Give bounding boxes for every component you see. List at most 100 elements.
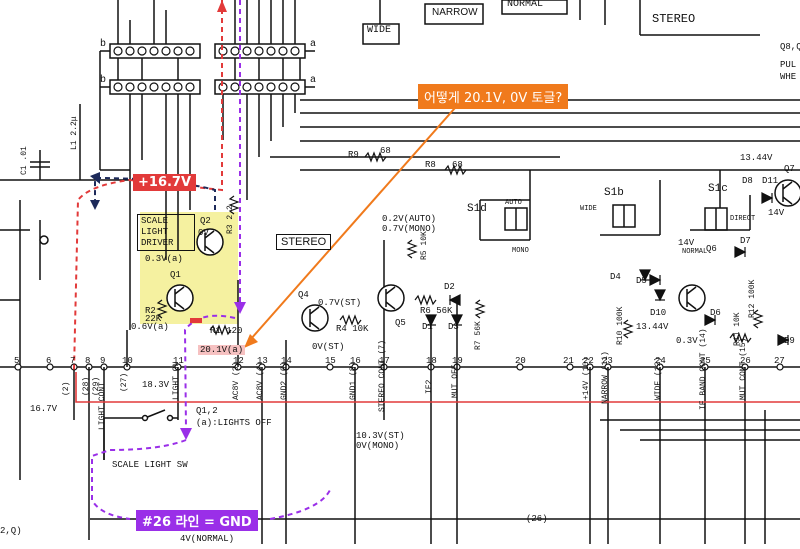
pin-number: 5 — [14, 356, 20, 366]
d7-label: D7 — [740, 236, 751, 246]
connector-a-top: a — [310, 39, 317, 50]
pin-name: NARROW (11) — [601, 351, 610, 404]
narrow-label: NARROW — [428, 6, 482, 20]
pin-name: STEREO CONT (7) — [378, 339, 387, 412]
pin-number: 10 — [122, 356, 133, 366]
pin-name: AC8V (3) — [232, 361, 241, 400]
v14-q7: 14V — [768, 208, 785, 218]
scale-light-driver-box: SCALE LIGHT DRIVER — [137, 214, 195, 251]
pin-number: 9 — [100, 356, 106, 366]
r3-label: R3 2.2 — [226, 205, 235, 234]
pin-number: 24 — [655, 356, 666, 366]
driver-line-3: DRIVER — [141, 238, 174, 248]
stereo-top-label: STEREO — [652, 12, 696, 26]
r1-label: R1 120 — [210, 326, 243, 336]
pin-number: 22 — [583, 356, 594, 366]
red-supply-line — [75, 372, 800, 403]
r4-label: R4 10K — [336, 324, 369, 334]
diodes — [425, 192, 790, 346]
line26-label: (26) — [526, 514, 548, 524]
pin-number: 12 — [233, 356, 244, 366]
normal-label: NORMAL — [507, 0, 544, 10]
d8-label: D8 — [742, 176, 753, 186]
d9-label: D9 — [784, 336, 795, 346]
s1d-label: S1d — [467, 203, 487, 215]
pin-number: 23 — [602, 356, 613, 366]
connector-b-bottom: b — [100, 75, 107, 86]
s1b-label: S1b — [604, 187, 624, 199]
d10-label: D10 — [650, 308, 667, 318]
q4-ov: 0V(ST) — [312, 342, 345, 352]
orange-arrow — [249, 99, 463, 341]
v167-left-label: 16.7V — [30, 404, 58, 414]
q1-voltage: 0.3V(a) — [145, 254, 183, 264]
r8-label: R8 — [425, 160, 436, 170]
pin-number: 15 — [325, 356, 336, 366]
pin-name: (27) — [120, 372, 129, 392]
d5-label: D5 — [636, 276, 647, 286]
d1-label: D1 — [422, 322, 433, 332]
connector-b-top: b — [100, 39, 107, 50]
r5-label: R5 10K — [420, 231, 429, 260]
r12-label: R12 100K — [748, 279, 757, 318]
v14-q6: 14V — [678, 238, 695, 248]
q5-voltage-auto: 0.2V(AUTO) — [382, 214, 437, 224]
pin-name: IF BAND CONT (14) — [699, 328, 708, 410]
auto-label: AUTO — [505, 199, 522, 207]
mono-label: MONO — [512, 247, 529, 255]
q7-label: Q7 — [784, 164, 795, 174]
v167-callout: +16.7V — [133, 174, 197, 191]
connector-blocks — [100, 0, 315, 95]
d6-label: D6 — [710, 308, 721, 318]
pin-number: 13 — [257, 356, 268, 366]
r6-label: R6 56K — [420, 306, 453, 316]
pin-name: (2) — [62, 381, 71, 396]
pin-name: LIGHT ON — [172, 361, 181, 400]
v183-label: 18.3V — [142, 380, 170, 390]
r8-value: 68 — [452, 160, 463, 170]
pin-name: LIGHT CONT — [98, 381, 107, 430]
red-dashed-path — [73, 0, 223, 371]
wide-switch-label: WIDE — [580, 205, 597, 213]
r10-label: R10 100K — [616, 306, 625, 345]
pin-number: 20 — [515, 356, 526, 366]
l1-label: L1 2.2μ — [70, 116, 79, 150]
scale-light-switch — [103, 409, 178, 460]
q5-voltage-mono: 0.7V(MONO) — [382, 224, 437, 234]
r9-label: R9 — [348, 150, 359, 160]
q2-label: Q2 — [200, 216, 211, 226]
right-edge-2: PUL — [780, 60, 797, 70]
d11-label: D11 — [762, 176, 779, 186]
direct-label: DIRECT — [730, 215, 756, 223]
driver-line-1: SCALE — [141, 216, 169, 226]
mode-switches — [479, 170, 751, 241]
question-callout: 어떻게 20.1V, 0V 토글? — [418, 84, 569, 109]
pin-number: 7 — [70, 356, 76, 366]
pin-name: GND2 (6) — [280, 361, 289, 400]
q2-voltage: 0V — [198, 228, 209, 238]
pin-number: 14 — [281, 356, 292, 366]
q6-voltage: 0.3V — [676, 336, 698, 346]
pin-name: (28) — [82, 376, 91, 396]
q12-note: Q1,2 — [196, 406, 218, 416]
resistors — [156, 151, 764, 344]
pin-number: 19 — [452, 356, 463, 366]
pin-name: MUT CONT (15) — [739, 337, 748, 400]
v201-tag: 20.1V(a) — [198, 345, 246, 355]
d3-label: D3 — [448, 322, 459, 332]
r9-value: 68 — [380, 146, 391, 156]
r2-voltage: 0.6V(a) — [131, 322, 169, 332]
connector-a-bottom: a — [310, 75, 317, 86]
stereo-cont-v2: 0V(MONO) — [356, 441, 400, 451]
normal-switch-label: NORMAL — [682, 248, 708, 256]
scale-light-sw-label: SCALE LIGHT SW — [112, 460, 188, 470]
pin-number: 8 — [85, 356, 91, 366]
pin-number: 27 — [774, 356, 785, 366]
gnd-line-callout: #26 라인 = GND — [136, 510, 258, 531]
transistors — [166, 179, 800, 332]
pin-name: +14V (10) — [582, 356, 591, 400]
right-edge-3: WHE — [780, 72, 797, 82]
pin-number: 21 — [563, 356, 574, 366]
pin-number: 26 — [740, 356, 751, 366]
